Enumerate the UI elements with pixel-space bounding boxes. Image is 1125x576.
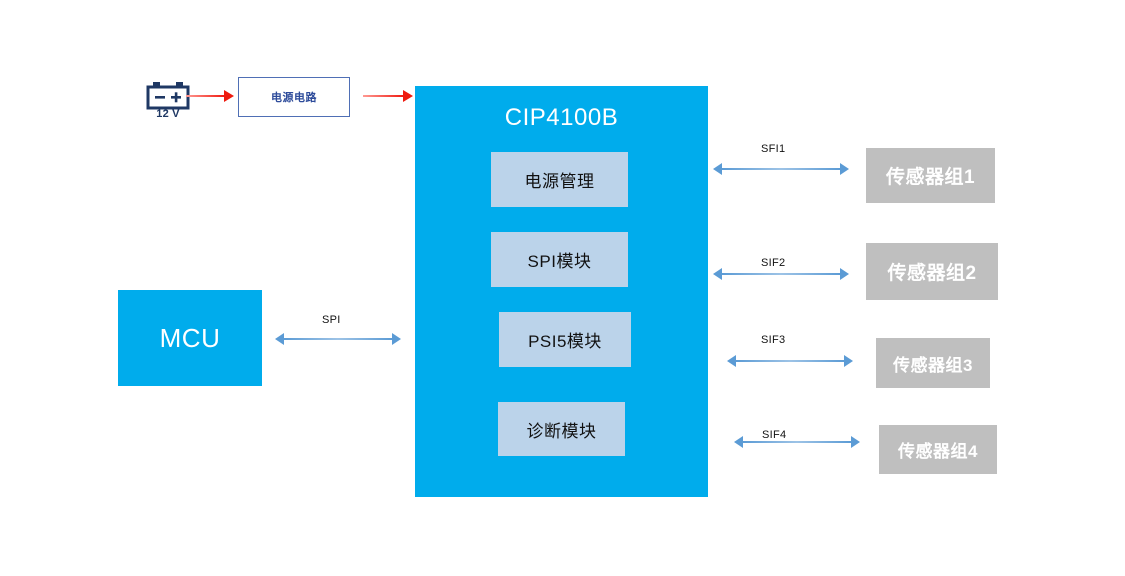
battery-icon [143,80,193,122]
module-label: PSI5模块 [528,332,602,351]
arrow-shaft [742,441,852,443]
sensor-group-4[interactable]: 传感器组4 [879,425,997,474]
arrow-head-left [727,355,736,367]
arrow-battery-to-power-circuit [186,89,234,103]
arrow-head-left [713,268,722,280]
link-label-sfi1: SFI1 [761,143,786,155]
module-spi[interactable]: SPI模块 [491,232,628,287]
arrow-head-right [392,333,401,345]
arrow-chip-to-sensor-group-1 [713,163,849,175]
arrow-shaft [283,338,393,340]
module-label: 电源管理 [524,172,595,191]
chip-title: CIP4100B [504,104,619,131]
arrow-head [224,90,234,102]
link-label-sif4: SIF4 [762,429,787,441]
link-label-spi: SPI [322,314,341,326]
arrow-shaft [186,95,225,98]
arrow-head-left [734,436,743,448]
arrow-head-left [713,163,722,175]
module-diagnostics[interactable]: 诊断模块 [498,402,625,456]
arrow-shaft [721,273,841,275]
arrow-power-circuit-to-chip [363,89,413,103]
sensor-group-2[interactable]: 传感器组2 [866,243,998,300]
power-circuit-label: 电源电路 [271,92,317,104]
arrow-head-right [840,268,849,280]
mcu-block[interactable]: MCU [118,290,262,386]
sensor-group-label: 传感器组4 [898,442,978,461]
sensor-group-label: 传感器组1 [885,167,976,188]
battery-voltage-label: 12 V [156,108,180,120]
module-label: 诊断模块 [526,421,597,441]
arrow-head-right [851,436,860,448]
module-label: SPI模块 [527,252,592,271]
arrow-head-right [844,355,853,367]
module-power-management[interactable]: 电源管理 [491,152,628,207]
arrow-shaft [721,168,841,170]
arrow-chip-to-sensor-group-3 [727,355,853,367]
link-label-sif2: SIF2 [761,257,786,269]
power-circuit-box[interactable]: 电源电路 [238,77,350,117]
arrow-mcu-to-chip-spi [275,333,401,345]
arrow-head-right [840,163,849,175]
sensor-group-label: 传感器组2 [887,263,977,284]
sensor-group-label: 传感器组3 [893,355,973,375]
sensor-group-3[interactable]: 传感器组3 [876,338,990,388]
sensor-group-1[interactable]: 传感器组1 [866,148,995,203]
arrow-chip-to-sensor-group-2 [713,268,849,280]
link-label-sif3: SIF3 [761,334,786,346]
arrow-head [403,90,413,102]
arrow-shaft [363,95,404,98]
arrow-chip-to-sensor-group-4 [734,436,860,448]
mcu-label: MCU [159,322,221,353]
arrow-head-left [275,333,284,345]
arrow-shaft [735,360,845,362]
module-psi5[interactable]: PSI5模块 [499,312,631,367]
